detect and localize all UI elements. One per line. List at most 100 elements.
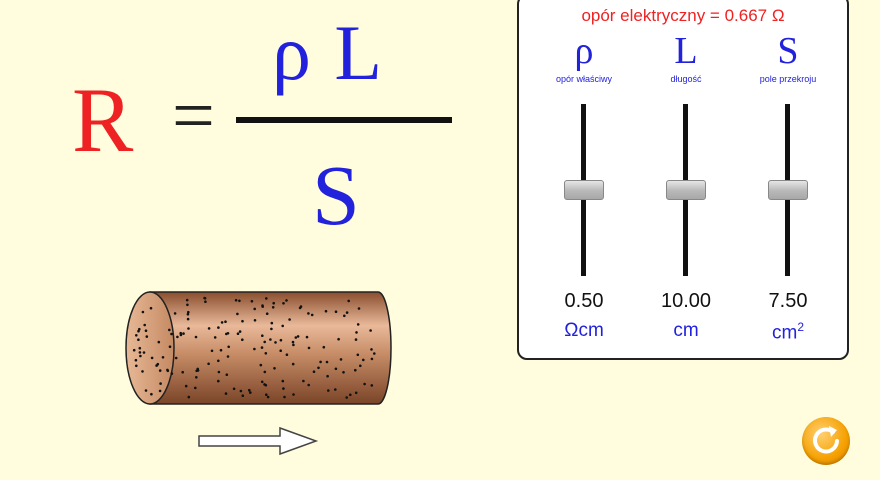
conductor-particle [187, 327, 190, 330]
resistivity-slider-thumb[interactable] [564, 180, 604, 200]
conductor-particle [145, 335, 149, 338]
conductor-particle [150, 392, 153, 396]
conductor-particle [279, 349, 282, 352]
conductor-particle [224, 320, 227, 323]
conductor-particle [210, 349, 214, 353]
conductor-particle [282, 302, 285, 305]
conductor-particle [139, 354, 142, 358]
area-symbol: S [777, 30, 799, 72]
conductor-particle [135, 364, 138, 368]
length-slider-thumb[interactable] [666, 180, 706, 200]
conductor-particle [357, 307, 361, 310]
conductor-particle [226, 355, 230, 358]
conductor-particle [224, 392, 228, 395]
conductor-particle [274, 341, 277, 344]
conductor-particle [194, 335, 198, 339]
conductor-particle [291, 340, 295, 344]
conductor-particle [134, 358, 138, 362]
conductor-particle [334, 367, 338, 371]
conductor-particle [187, 395, 191, 399]
conductor-particle [184, 384, 188, 388]
conductor-particle [241, 319, 244, 323]
conductor-particle [203, 297, 207, 300]
conductor-particle [292, 343, 295, 347]
conductor-particle [327, 389, 330, 392]
conductor-particle [159, 382, 162, 385]
conductor-particle [283, 395, 286, 399]
conductor-particle [204, 300, 207, 303]
conductor-particle [238, 299, 241, 303]
conductor-particle [264, 352, 268, 355]
conductor-particle [294, 336, 298, 339]
conductor-particle [260, 346, 264, 349]
conductor-particle [155, 364, 158, 367]
conductor-particle [217, 379, 220, 383]
conductor-particle [217, 359, 220, 363]
conductor-particle [250, 299, 254, 303]
area-unit-exponent: 2 [797, 320, 804, 334]
formula-denominator: S [312, 147, 360, 243]
slider-column-area: S pole przekroju [733, 32, 843, 84]
conductor-particle [288, 318, 291, 321]
conductor-particle [137, 329, 140, 333]
conductor-particle [238, 330, 242, 333]
conductor-particle [263, 370, 267, 374]
conductor-particle [259, 363, 263, 367]
resistance-readout: opór elektryczny = 0.667 Ω [581, 6, 785, 25]
conductor-particle [186, 313, 190, 316]
conductor-particle [305, 335, 309, 339]
conductor-particle [265, 393, 268, 396]
reset-button[interactable] [802, 417, 850, 465]
conductor-particle [142, 351, 146, 354]
conductor-particle [149, 306, 153, 310]
conductor-particle [168, 345, 172, 348]
conductor-particle [307, 312, 310, 315]
area-slider-thumb[interactable] [768, 180, 808, 200]
resistivity-symbol: ρ [574, 30, 594, 72]
conductor-particle [266, 395, 270, 399]
conductor-particle [236, 332, 240, 335]
conductor-particle [337, 337, 340, 341]
conductor-particle [281, 324, 284, 328]
conductor-particle [157, 340, 161, 344]
conductor-particle [132, 348, 136, 352]
conductor-particle [253, 347, 256, 351]
conductor-particle [181, 370, 184, 374]
conductor-particle [239, 389, 243, 393]
conductor-particle [135, 334, 138, 337]
conductor-particle [241, 338, 244, 341]
length-unit: cm [673, 320, 699, 341]
conductor-particle [186, 317, 190, 321]
conductor-particle [307, 383, 310, 387]
conductor-particle [285, 353, 289, 356]
conductor-particle [324, 309, 328, 313]
conductor-particle [225, 373, 229, 376]
conductor-particle [271, 306, 275, 309]
conductor-particle [370, 357, 374, 361]
conductor-particle [359, 364, 362, 368]
conductor-particle [273, 367, 276, 370]
conductor-particle [182, 332, 185, 335]
conductor-particle [265, 297, 268, 300]
length-value: 10.00 [660, 290, 712, 312]
length-symbol: L [674, 30, 698, 72]
conductor-particle [253, 319, 257, 322]
conductor-particle [141, 370, 144, 373]
conductor-particle [261, 334, 264, 337]
conductor-particle [334, 310, 338, 313]
resistivity-value: 0.50 [564, 290, 604, 312]
conductor-particle [260, 380, 264, 384]
conductor-particle [325, 360, 329, 364]
conductor-particle [307, 346, 311, 350]
conductor-particle [194, 386, 197, 390]
formula-fraction-bar [236, 117, 452, 123]
conductor-particle [354, 391, 358, 395]
conductor-particle [326, 374, 329, 378]
conductor-particle [234, 298, 238, 302]
conductor-particle [363, 382, 366, 386]
conductor-particle [291, 362, 295, 366]
conductor-particle [269, 338, 272, 341]
conductor-particle [265, 312, 269, 315]
conductor-particle [196, 367, 199, 371]
conductor-particle [263, 383, 266, 386]
